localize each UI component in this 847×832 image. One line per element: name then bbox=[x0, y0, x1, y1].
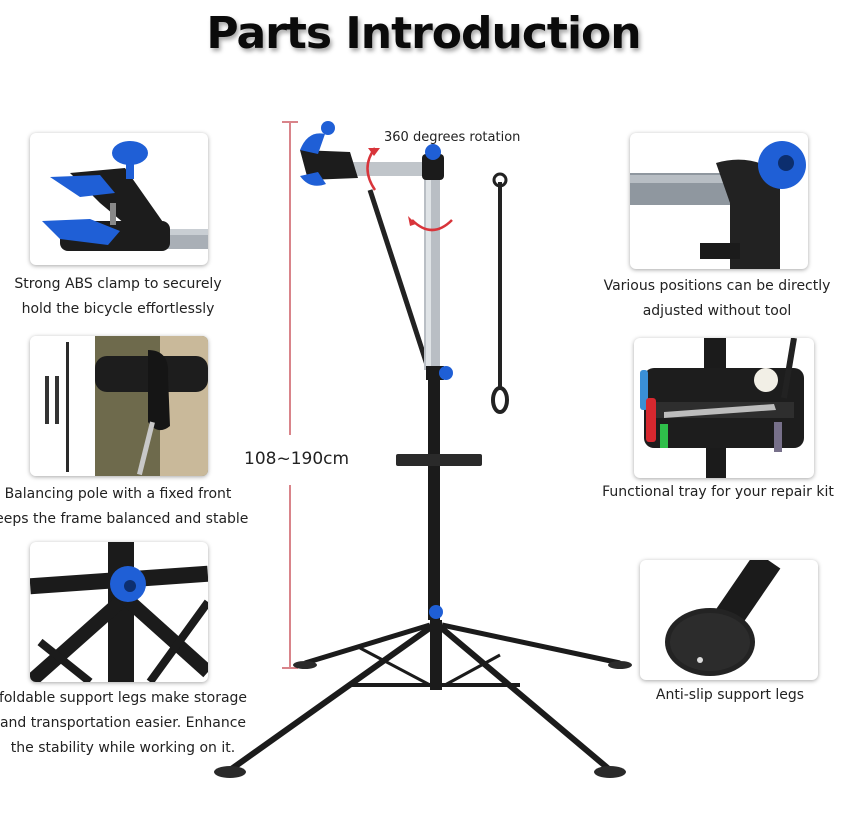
rotation-label: 360 degrees rotation bbox=[384, 130, 521, 145]
anti-slip-caption: Anti-slip support legs bbox=[655, 687, 805, 703]
folding-legs-caption: foldable support legs make storage and t… bbox=[0, 690, 248, 756]
repair-stand-illustration bbox=[200, 110, 640, 790]
clamp-caption: Strong ABS clamp to securely hold the bi… bbox=[14, 276, 222, 317]
balancing-pole-image bbox=[30, 336, 208, 476]
anti-slip-foot-image bbox=[640, 560, 818, 680]
tool-tray-caption: Functional tray for your repair kit bbox=[602, 484, 834, 500]
tool-tray-image bbox=[634, 338, 814, 478]
folding-legs-image bbox=[30, 542, 208, 682]
clamp-image bbox=[30, 133, 208, 265]
adjustable-joint-caption: Various positions can be directly adjust… bbox=[603, 278, 831, 319]
adjustable-joint-image bbox=[630, 133, 808, 269]
page-title: Parts Introduction bbox=[206, 8, 641, 59]
height-measure-line bbox=[282, 121, 298, 669]
balancing-pole-caption: Balancing pole with a fixed front keeps … bbox=[0, 486, 249, 527]
height-range-label: 108~190cm bbox=[244, 449, 350, 469]
